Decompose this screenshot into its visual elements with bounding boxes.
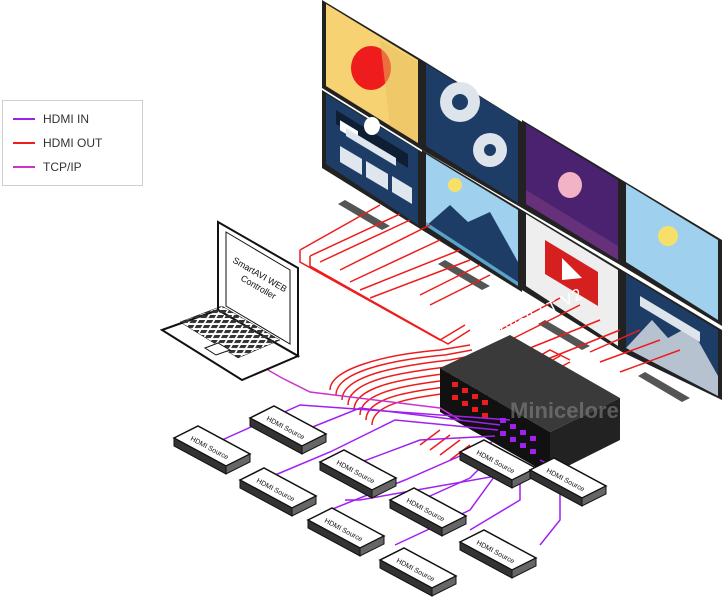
hdmi-source-box-icon: HDMI Source xyxy=(378,547,458,597)
video-wall-monitor-icon xyxy=(322,0,422,150)
video-wall-monitor-icon xyxy=(422,150,522,292)
laptop-icon: SmartAVI WEB Controller xyxy=(159,220,301,382)
hdmi-source-box-icon: HDMI Source xyxy=(318,449,398,499)
hdmi-in-swatch-icon xyxy=(13,118,35,120)
video-wall-monitor-icon xyxy=(622,270,722,400)
video-wall-monitor-icon xyxy=(422,60,522,208)
watermark: Minicelore xyxy=(510,398,619,423)
video-wall-monitor-icon xyxy=(522,120,622,266)
hdmi-source-box-icon: HDMI Source xyxy=(238,467,318,517)
legend-item-hdmi-in: HDMI IN xyxy=(13,109,89,129)
legend-item-hdmi-out: HDMI OUT xyxy=(13,133,102,153)
legend-item-tcpip: TCP/IP xyxy=(13,157,82,177)
video-wall-monitor-icon xyxy=(522,210,622,352)
hdmi-source-box-icon: HDMI Source xyxy=(388,487,468,537)
legend-label: TCP/IP xyxy=(43,160,82,174)
video-wall xyxy=(322,0,722,402)
hdmi-source-box-icon: HDMI Source xyxy=(306,507,386,557)
video-wall-monitor-icon xyxy=(622,180,722,326)
legend: HDMI IN HDMI OUT TCP/IP xyxy=(2,100,143,186)
hdmi-out-swatch-icon xyxy=(13,142,35,144)
hdmi-source-box-icon: HDMI Source xyxy=(458,439,538,489)
hdmi-source-box-icon: HDMI Source xyxy=(172,425,252,475)
hdmi-source-box-icon: HDMI Source xyxy=(528,457,608,507)
legend-label: HDMI IN xyxy=(43,112,89,126)
legend-label: HDMI OUT xyxy=(43,136,103,150)
matrix-switch-icon: MXwall LT V2 xyxy=(440,285,620,475)
hdmi-source-box-icon: HDMI Source xyxy=(458,529,538,579)
tcpip-swatch-icon xyxy=(13,166,35,168)
video-wall-monitor-icon xyxy=(322,90,422,230)
hdmi-source-box-icon: HDMI Source xyxy=(248,405,328,455)
tcpip-cable xyxy=(267,369,461,421)
